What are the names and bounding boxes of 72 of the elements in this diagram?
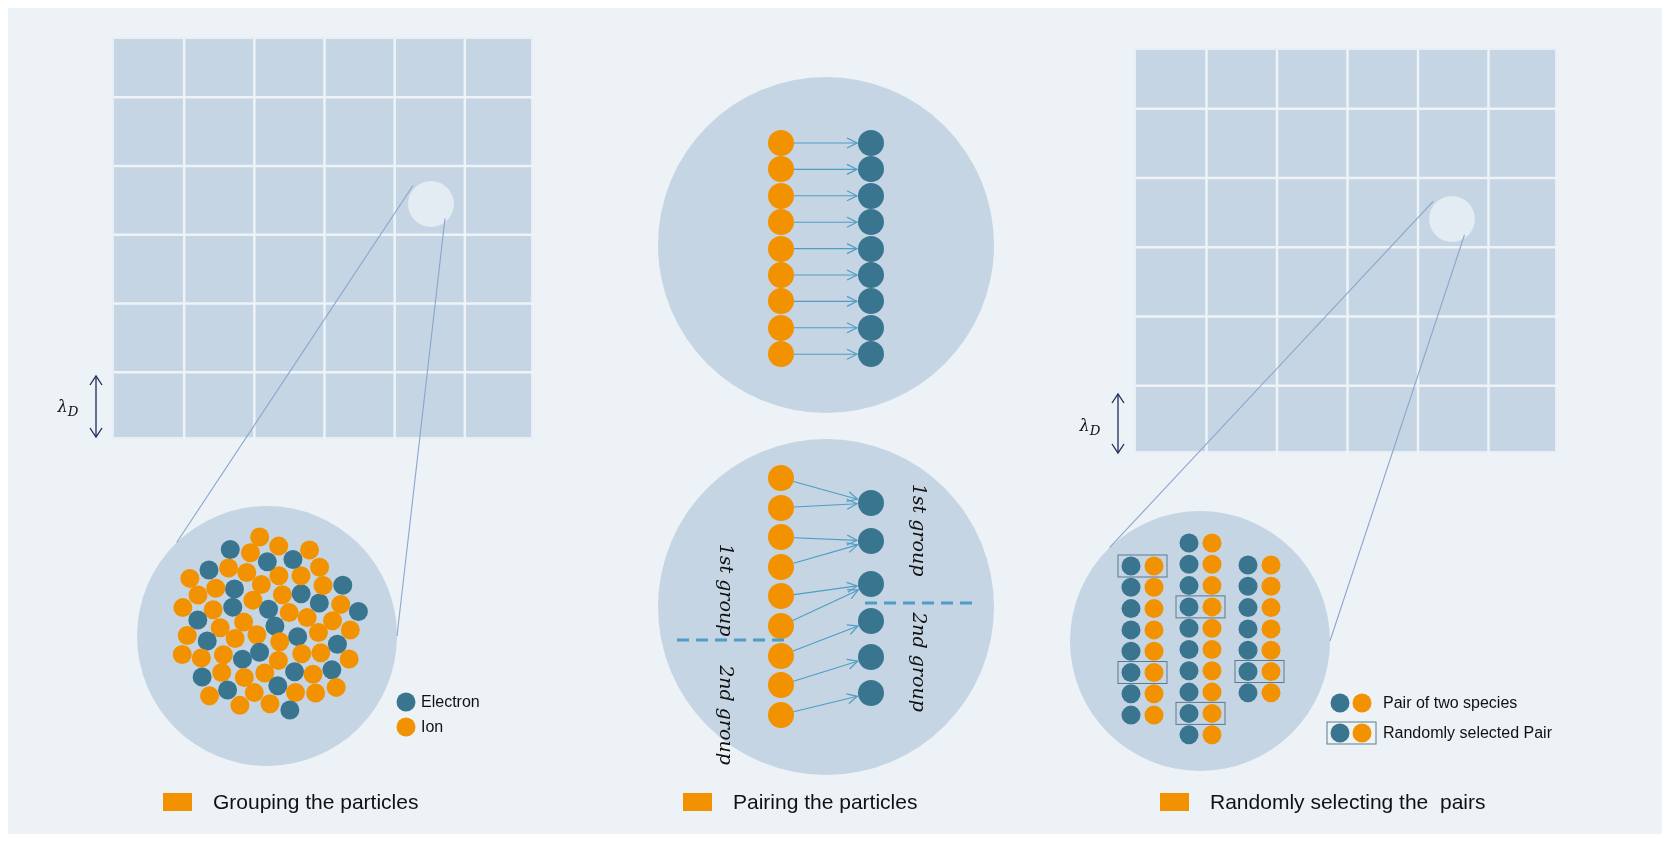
particle: [768, 288, 794, 315]
particle: [858, 235, 884, 262]
arrow: [793, 480, 859, 502]
particle: [768, 701, 794, 728]
particle: [768, 642, 794, 669]
particle: [768, 613, 794, 639]
particle: [858, 528, 884, 554]
arrow: [792, 589, 859, 622]
particle: [858, 156, 884, 183]
particle: [768, 494, 794, 521]
particle: [858, 644, 884, 670]
particle: [858, 182, 884, 209]
grid-panel: [112, 37, 533, 439]
particle: [858, 209, 884, 236]
zoom-line: [1329, 234, 1465, 642]
particle: [858, 130, 884, 156]
group-label: 1st group: [716, 543, 738, 637]
particle: [768, 341, 794, 368]
particle: [768, 156, 794, 183]
legend-text: Pair of two species: [1383, 694, 1518, 712]
group-label: 2nd group: [716, 665, 738, 765]
arrow: [793, 322, 858, 334]
arrow: [793, 534, 858, 546]
arrow: [793, 190, 858, 202]
grid-panel: [1134, 48, 1557, 453]
particle: [768, 553, 794, 580]
arrow: [793, 581, 858, 596]
dimension-label: λ$_{D}$: [1079, 415, 1101, 439]
particle: [858, 341, 884, 368]
particle: [858, 680, 884, 706]
particle: [768, 130, 794, 156]
particle: [768, 235, 794, 262]
arrow: [793, 269, 858, 281]
legend-text: Grouping the particles: [213, 790, 419, 814]
legend-text: Ion: [421, 718, 444, 736]
particle: [858, 490, 884, 516]
particle: [768, 672, 794, 699]
particle: [768, 524, 794, 551]
arrow: [793, 295, 858, 307]
zoom-line: [1109, 200, 1434, 549]
arrow: [793, 693, 858, 713]
particle: [858, 608, 884, 634]
particle: [768, 314, 794, 341]
dimension-label: λ$_{D}$: [57, 396, 79, 420]
arrow: [792, 624, 859, 652]
particle: [768, 465, 794, 491]
group-label: 2nd group: [909, 612, 931, 712]
arrow: [793, 216, 858, 228]
particle: [768, 209, 794, 236]
arrow: [793, 498, 858, 510]
zoom-spot: [408, 181, 454, 227]
group-label: 1st group: [909, 483, 931, 577]
zoom-line: [396, 218, 446, 637]
particle: [858, 314, 884, 341]
arrow: [793, 137, 858, 149]
zoom-spot: [1429, 196, 1475, 242]
legend-text: Pairing the particles: [733, 790, 918, 814]
legend-text: Electron: [421, 693, 480, 711]
arrow: [793, 243, 858, 255]
zoom-line: [176, 184, 414, 544]
particle: [768, 583, 794, 610]
particle: [768, 182, 794, 209]
particle: [858, 288, 884, 315]
legend-text: Randomly selecting the pairs: [1210, 790, 1486, 814]
particle: [858, 571, 884, 597]
arrow: [792, 542, 859, 564]
particle: [768, 262, 794, 288]
arrow: [793, 163, 858, 175]
particle: [858, 262, 884, 288]
arrow: [792, 658, 859, 682]
legend-text: Randomly selected Pair: [1383, 724, 1552, 742]
arrow: [793, 348, 858, 360]
